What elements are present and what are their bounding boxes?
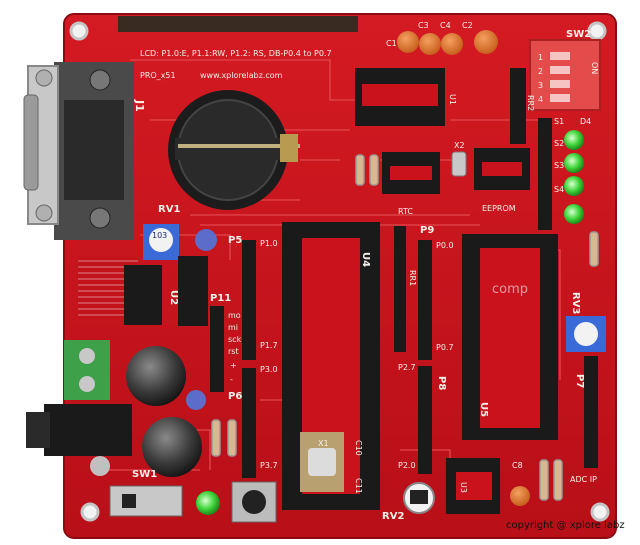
label-comp: comp [492,282,529,297]
label-rr2: RR2 [526,95,535,112]
electrolytic-cap-2200uf [142,417,202,477]
label-rtc: RTC [398,207,413,216]
copyright-text: copyright @ xplore labz [506,520,625,531]
label-c3: C3 [418,21,429,30]
ceramic-capacitors-top [397,30,498,55]
electrolytic-cap-large [126,346,186,406]
label-sw1: SW1 [132,469,158,480]
label-p3-0: P3.0 [260,365,278,374]
electrolytic-cap-small [195,229,217,251]
isp-mi: mi [228,323,239,332]
dip-num-4: 4 [538,95,544,104]
label-x1: X1 [318,439,329,448]
led-column [538,118,584,230]
label-u2: U2 [168,290,179,306]
header-p9 [418,240,432,360]
coin-cell-battery-holder [168,90,300,210]
ic-socket-top [355,68,445,126]
dip-num-2: 2 [538,67,544,76]
label-p0-0: P0.0 [436,241,454,250]
label-c8: C8 [512,461,523,470]
slide-switch-sw1 [109,485,183,517]
db9-connector [23,62,134,240]
potentiometer-rv1 [143,224,179,260]
header-p7 [584,356,598,468]
mounting-holes [69,21,610,522]
isp-mo: mo [228,311,241,320]
label-sw2: SW2 [566,29,592,40]
header-text: LCD: P1.0:E, P1.1:RW, P1.2: RS, DB-P0.4 … [140,49,332,58]
header-p6 [242,368,256,478]
label-p1-0: P1.0 [260,239,278,248]
label-s3: S3 [554,161,565,170]
label-rv1: RV1 [158,204,181,215]
u2-header [178,256,208,326]
rtc-socket [382,152,440,194]
heat-sink-pad [78,258,162,325]
top-header-pins [118,16,358,32]
label-p9: P9 [420,225,435,236]
rr2-header [510,68,526,144]
label-c1: C1 [386,39,397,48]
ceramic-capacitor-c8 [510,486,530,506]
board-name: PRO_x51 [140,71,176,80]
reset-button [231,481,277,523]
isp-header [210,306,224,392]
electrolytic-cap-small2 [186,390,206,410]
rr1-resistor-array [394,226,406,352]
label-u3: U3 [459,482,468,493]
power-led [196,491,220,515]
label-rr1: RR1 [408,270,417,287]
label-p0-7: P0.7 [436,343,454,352]
eeprom-socket [474,148,530,190]
label-p11: P11 [210,293,232,304]
screw-terminal [64,340,110,400]
isp-rst: rst [228,347,239,356]
label-on: ON [590,62,599,75]
crystal-x2 [451,151,467,177]
label-c10: C10 [354,440,363,456]
label-adc-ip: ADC IP [570,475,597,484]
label-x2: X2 [454,141,465,150]
isp-plus: + [230,361,237,370]
label-u4: U4 [360,252,371,268]
dip-num-3: 3 [538,81,544,90]
label-c4: C4 [440,21,451,30]
label-p8: P8 [436,376,447,391]
ic-socket-u3 [446,458,500,514]
label-c11: C11 [354,478,363,494]
label-d4: D4 [580,117,592,126]
label-s1: S1 [554,117,565,126]
pot-value: 103 [152,231,168,240]
potentiometer-rv3 [566,316,606,352]
label-eeprom: EEPROM [482,204,516,213]
crystal-x1 [300,432,344,492]
header-p5 [242,240,256,360]
isp-sck: sck [228,335,242,344]
label-p6: P6 [228,391,243,402]
label-c2: C2 [462,21,473,30]
label-p2-7: P2.7 [398,363,416,372]
dc-barrel-jack [26,404,132,476]
label-u1: U1 [448,94,457,105]
dip-num-1: 1 [538,53,544,62]
label-s2: S2 [554,139,565,148]
label-u5: U5 [478,402,489,418]
isp-minus: - [230,375,233,384]
label-p7: P7 [574,374,585,389]
header-p8 [418,366,432,474]
label-p1-7: P1.7 [260,341,278,350]
label-j1: J1 [133,100,146,112]
label-p5: P5 [228,235,243,246]
label-rv2: RV2 [382,511,405,522]
resistors [211,154,599,501]
label-p3-7: P3.7 [260,461,278,470]
label-p2-0: P2.0 [398,461,416,470]
dip-switch-sw2 [529,39,601,111]
label-s4: S4 [554,185,565,194]
board-website: www.xplorelabz.com [200,71,283,80]
ic-socket-u5 [462,234,558,440]
label-rv3: RV3 [570,292,581,315]
